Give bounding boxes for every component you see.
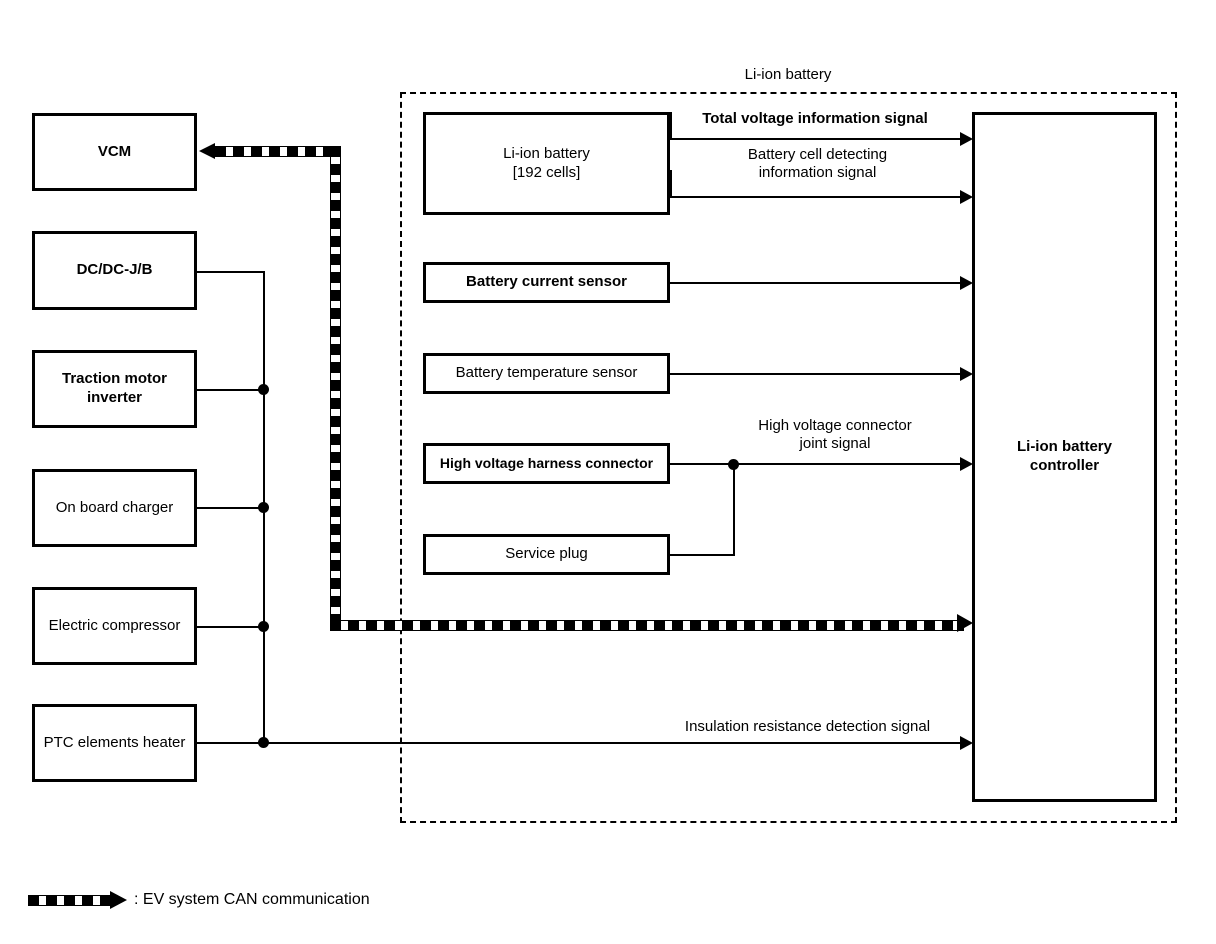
block-high-voltage-harness-connector[interactable]: High voltage harness connector	[423, 443, 670, 484]
can-bus-top-segment	[215, 146, 341, 157]
arrowhead-total-voltage	[960, 132, 973, 146]
signal-label-total-voltage: Total voltage information signal	[702, 110, 928, 127]
wire-battery-temperature	[670, 373, 962, 375]
block-battery-temperature-sensor-label: Battery temperature sensor	[455, 364, 638, 382]
block-on-board-charger[interactable]: On board charger	[32, 469, 197, 547]
block-dcdc-jb[interactable]: DC/DC-J/B	[32, 231, 197, 310]
block-ptc-elements-heater[interactable]: PTC elements heater	[32, 704, 197, 782]
wire-cell-detecting-stub	[670, 170, 672, 197]
junction-dot-electric-compressor	[258, 621, 269, 632]
enclosure-title: Li-ion battery	[744, 66, 832, 83]
signal-label-hv-joint: High voltage connector joint signal	[758, 417, 912, 452]
arrowhead-can-to-vcm	[199, 143, 215, 159]
junction-dot-on-board-charger	[258, 502, 269, 513]
signal-label-cell-detecting: Battery cell detecting information signa…	[747, 146, 888, 181]
block-service-plug[interactable]: Service plug	[423, 534, 670, 575]
block-ptc-elements-heater-label: PTC elements heater	[43, 733, 186, 751]
wire-total-voltage-stub	[670, 112, 672, 139]
junction-dot-ptc-heater	[258, 737, 269, 748]
can-bus-legend-symbol	[28, 894, 110, 906]
block-electric-compressor-label: Electric compressor	[48, 616, 181, 634]
block-traction-motor-inverter[interactable]: Traction motor inverter	[32, 350, 197, 428]
wire-service-plug	[670, 554, 735, 556]
block-battery-current-sensor-label: Battery current sensor	[466, 273, 627, 291]
block-traction-motor-inverter-label: Traction motor inverter	[61, 370, 167, 406]
wire-on-board-charger-branch	[197, 507, 265, 509]
arrowhead-battery-temperature	[960, 367, 973, 381]
arrowhead-hv-joint	[960, 457, 973, 471]
block-li-ion-battery-label: Li-ion battery [192 cells]	[503, 144, 590, 181]
block-battery-temperature-sensor[interactable]: Battery temperature sensor	[423, 353, 670, 394]
wire-electric-compressor-branch	[197, 626, 265, 628]
legend: : EV system CAN communication	[28, 891, 370, 909]
block-li-ion-battery-controller[interactable]: Li-ion battery controller	[972, 112, 1157, 802]
wire-traction-inverter-branch	[197, 389, 265, 391]
block-li-ion-battery[interactable]: Li-ion battery [192 cells]	[423, 112, 670, 215]
block-service-plug-label: Service plug	[505, 545, 588, 563]
block-electric-compressor[interactable]: Electric compressor	[32, 587, 197, 665]
wire-cell-detecting	[670, 196, 962, 198]
block-li-ion-battery-controller-label: Li-ion battery controller	[1016, 438, 1112, 474]
block-vcm[interactable]: VCM	[32, 113, 197, 191]
wire-insulation-resistance	[197, 742, 962, 744]
wire-dcdc-jb-branch	[197, 271, 265, 273]
can-bus-legend-arrow-icon	[110, 891, 127, 909]
block-on-board-charger-label: On board charger	[55, 498, 174, 516]
arrowhead-insulation-resistance	[960, 736, 973, 750]
wire-hv-joint	[670, 463, 962, 465]
block-battery-current-sensor[interactable]: Battery current sensor	[423, 262, 670, 303]
wire-total-voltage	[670, 138, 962, 140]
arrowhead-cell-detecting	[960, 190, 973, 204]
block-high-voltage-harness-connector-label: High voltage harness connector	[439, 454, 654, 471]
wire-service-plug-riser	[733, 463, 735, 554]
arrowhead-can-to-controller	[957, 614, 973, 632]
legend-text: : EV system CAN communication	[134, 891, 370, 908]
signal-label-insulation-resistance: Insulation resistance detection signal	[684, 718, 931, 735]
block-dcdc-jb-label: DC/DC-J/B	[76, 261, 153, 279]
can-bus-vertical-segment	[330, 146, 341, 631]
arrowhead-battery-current	[960, 276, 973, 290]
wire-battery-current	[670, 282, 962, 284]
li-ion-battery-enclosure	[400, 92, 1177, 823]
block-vcm-label: VCM	[97, 142, 132, 160]
can-bus-bottom-segment	[330, 620, 964, 631]
junction-dot-traction-inverter	[258, 384, 269, 395]
